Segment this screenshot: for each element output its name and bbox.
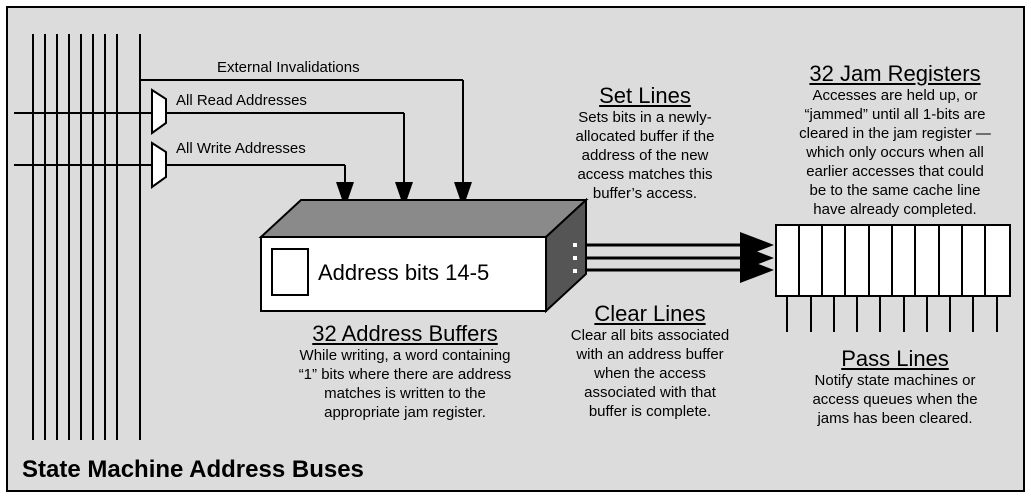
clear-lines-block: Clear Lines Clear all bits associated wi…: [560, 302, 740, 421]
clear-lines-heading: Clear Lines: [594, 301, 706, 326]
bus-bundle: [32, 34, 141, 440]
address-buffers-text-1: While writing, a word containing: [299, 347, 511, 364]
set-lines-heading: Set Lines: [599, 83, 691, 108]
jam-registers-text-5: earlier accesses that could: [806, 163, 984, 180]
jam-registers-text-2: “jammed” until all 1-bits are: [804, 106, 986, 123]
read-arrowhead: [395, 182, 413, 208]
jam-registers-heading: 32 Jam Registers: [809, 61, 981, 86]
read-mux: [151, 88, 167, 135]
read-addresses-label: All Read Addresses: [176, 92, 307, 109]
write-arrowhead: [336, 182, 354, 208]
buffer-box-top: [258, 199, 589, 238]
buffer-side-dots: [573, 243, 577, 273]
set-clear-lines: [586, 243, 752, 272]
pass-lines-heading: Pass Lines: [841, 346, 949, 371]
set-lines-text-3: address of the new: [581, 147, 709, 164]
address-buffers-text-2: “1” bits where there are address: [298, 366, 512, 383]
pass-lines: [786, 296, 998, 332]
external-arrowhead: [454, 182, 472, 208]
external-invalidation-path: [140, 79, 464, 196]
address-buffers-text-4: appropriate jam register.: [324, 404, 486, 421]
address-buffers-text-3: matches is written to the: [324, 385, 486, 402]
pass-lines-text-1: Notify state machines or: [814, 372, 976, 389]
write-addresses-label: All Write Addresses: [176, 140, 306, 157]
clear-lines-text-2: with an address buffer: [576, 346, 724, 363]
jam-registers-text-1: Accesses are held up, or: [812, 87, 978, 104]
set-lines-text-1: Sets bits in a newly-: [578, 109, 712, 126]
external-invalidations-label: External Invalidations: [217, 59, 360, 76]
pass-lines-block: Pass Lines Notify state machines or acce…: [795, 347, 995, 428]
buffer-inner-square: [271, 248, 309, 296]
address-buffers-block: 32 Address Buffers While writing, a word…: [260, 322, 550, 422]
jam-register-dividers: [798, 225, 986, 296]
pass-lines-text-3: jams has been cleared.: [817, 410, 973, 427]
jam-registers-text-7: have already completed.: [813, 201, 977, 218]
jam-registers-block: 32 Jam Registers Accesses are held up, o…: [770, 62, 1020, 219]
set-lines-text-5: buffer’s access.: [592, 185, 698, 202]
diagram-title: State Machine Address Buses: [22, 456, 364, 483]
address-bits-label: Address bits 14-5: [318, 260, 490, 285]
jam-registers-text-4: which only occurs when all: [806, 144, 984, 161]
clear-lines-text-3: when the access: [594, 365, 706, 382]
set-lines-block: Set Lines Sets bits in a newly- allocate…: [555, 84, 735, 203]
set-arrowhead-3: [740, 257, 774, 283]
address-buffers-heading: 32 Address Buffers: [312, 321, 498, 346]
clear-lines-text-4: associated with that: [584, 384, 716, 401]
jam-registers-text-3: cleared in the jam register —: [799, 125, 991, 142]
clear-lines-text-1: Clear all bits associated: [570, 327, 730, 344]
set-lines-text-4: access matches this: [577, 166, 713, 183]
pass-lines-text-2: access queues when the: [812, 391, 978, 408]
clear-lines-text-5: buffer is complete.: [588, 403, 712, 420]
set-lines-text-2: allocated buffer if the: [575, 128, 715, 145]
jam-registers-text-6: be to the same cache line: [809, 182, 981, 199]
write-mux: [151, 141, 167, 189]
